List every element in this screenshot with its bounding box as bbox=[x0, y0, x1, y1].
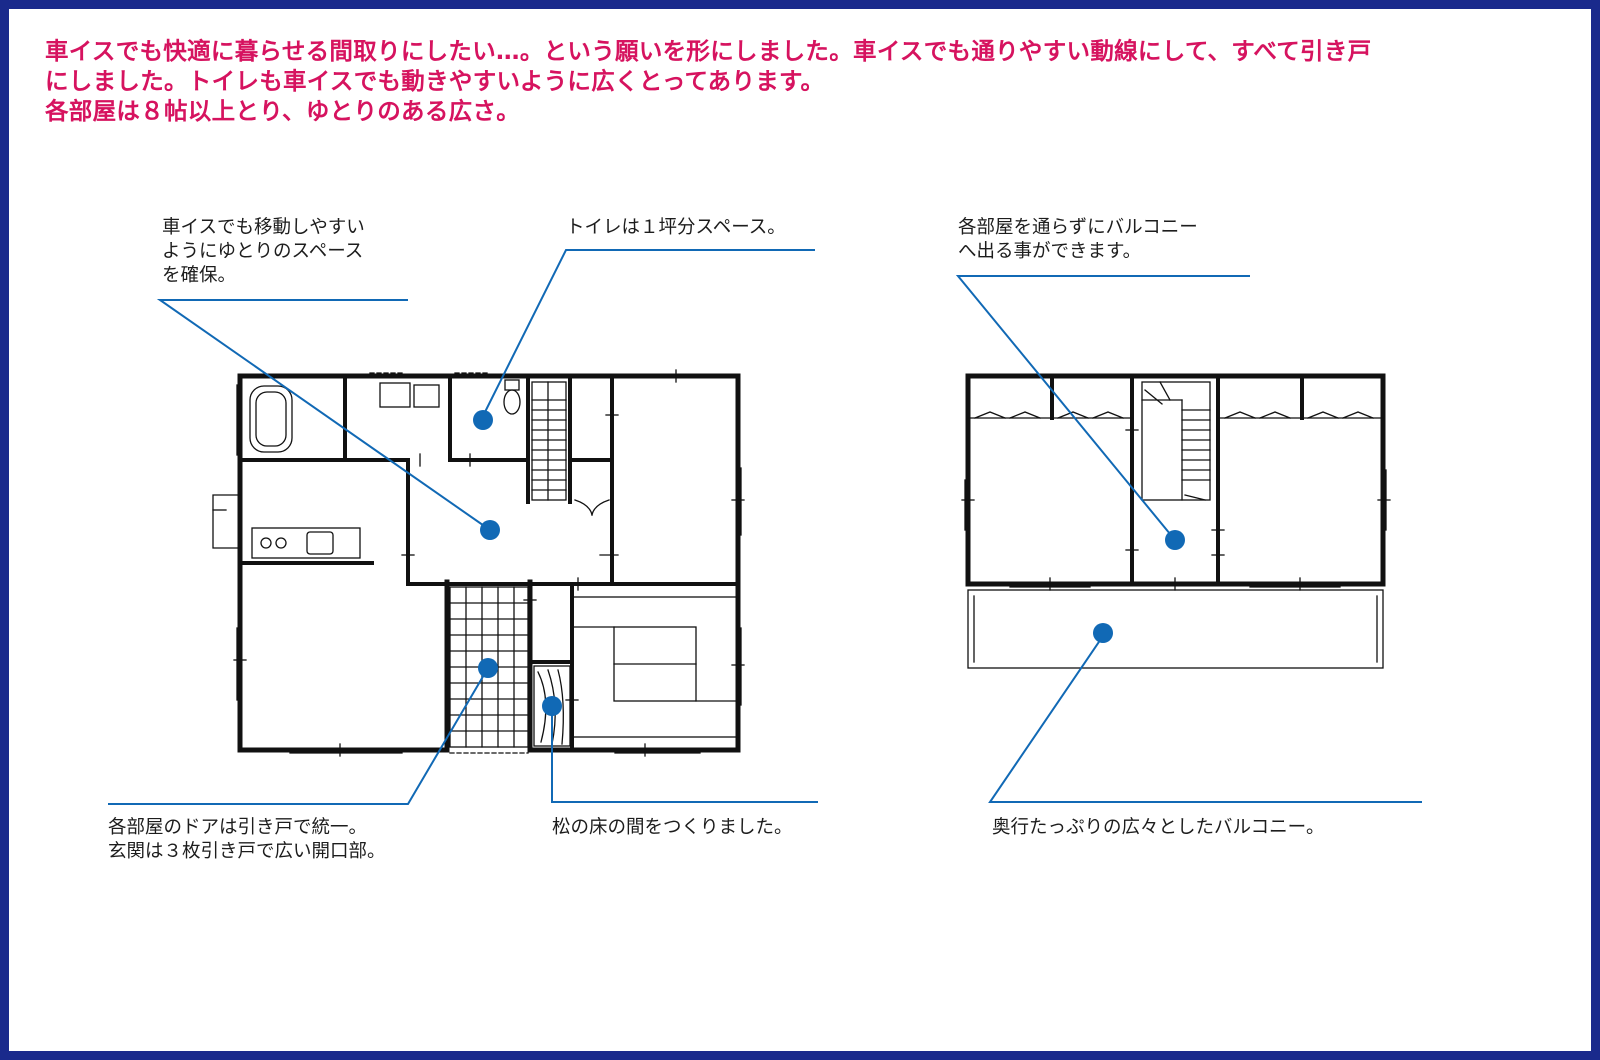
callout-line-balcony-access bbox=[955, 275, 1250, 541]
headline-line-1: 車イスでも快適に暮らせる間取りにしたい…。という願いを形にしました。車イスでも通… bbox=[45, 37, 1372, 65]
callout-dots bbox=[473, 410, 1185, 716]
callout-dot-tokonoma bbox=[542, 696, 562, 716]
callout-dot-balcony-access bbox=[1165, 530, 1185, 550]
callout-line-balcony bbox=[988, 632, 1422, 803]
second-floor-outer-walls bbox=[965, 373, 1386, 587]
headline-line-2: にしました。トイレも車イスでも動きやすいように広くとってあります。 bbox=[45, 67, 825, 95]
callout-space-line-2: ようにゆとりのスペース bbox=[162, 241, 364, 262]
callout-balcony-access-line-2: へ出る事ができます。 bbox=[958, 241, 1142, 262]
first-floor-plan bbox=[212, 369, 745, 757]
second-floor-interior-walls bbox=[1050, 374, 1304, 586]
callout-dot-space bbox=[480, 520, 500, 540]
callout-balcony-access-line-1: 各部屋を通らずにバルコニー bbox=[958, 217, 1198, 238]
callout-dot-doors bbox=[478, 658, 498, 678]
callout-line-toilet bbox=[481, 249, 815, 419]
callout-toilet-line-1: トイレは１坪分スペース。 bbox=[566, 217, 786, 238]
callout-line-doors bbox=[108, 667, 489, 805]
callout-doors-line-1: 各部屋のドアは引き戸で統一。 bbox=[108, 817, 368, 838]
callout-line-space bbox=[156, 299, 491, 531]
callout-text-balcony: 奥行たっぷりの広々としたバルコニー。 bbox=[992, 816, 1324, 840]
headline-line-3: 各部屋は８帖以上とり、ゆとりのある広さ。 bbox=[45, 97, 521, 125]
callout-line-tokonoma bbox=[551, 706, 818, 803]
callout-dot-balcony bbox=[1093, 623, 1113, 643]
callout-space-line-3: を確保。 bbox=[162, 265, 237, 286]
callout-dot-toilet bbox=[473, 410, 493, 430]
callout-text-balcony-access: 各部屋を通らずにバルコニー へ出る事ができます。 bbox=[958, 216, 1198, 264]
callout-text-tokonoma: 松の床の間をつくりました。 bbox=[552, 816, 793, 840]
first-floor-interior-walls bbox=[238, 374, 740, 752]
headline: 車イスでも快適に暮らせる間取りにしたい…。という願いを形にしました。車イスでも通… bbox=[45, 36, 1565, 126]
second-floor-plan bbox=[961, 373, 1391, 669]
second-floor-details bbox=[961, 381, 1391, 669]
callout-balcony-line-1: 奥行たっぷりの広々としたバルコニー。 bbox=[992, 817, 1325, 838]
callout-lines bbox=[108, 249, 1422, 805]
callout-doors-line-2: 玄関は３枚引き戸で広い開口部。 bbox=[108, 841, 386, 862]
callout-text-toilet: トイレは１坪分スペース。 bbox=[566, 216, 786, 240]
callout-text-doors: 各部屋のドアは引き戸で統一。 玄関は３枚引き戸で広い開口部。 bbox=[108, 816, 386, 864]
callout-text-space: 車イスでも移動しやすい ようにゆとりのスペース を確保。 bbox=[162, 216, 365, 288]
callout-space-line-1: 車イスでも移動しやすい bbox=[162, 217, 365, 238]
callout-tokonoma-line-1: 松の床の間をつくりました。 bbox=[552, 817, 793, 838]
